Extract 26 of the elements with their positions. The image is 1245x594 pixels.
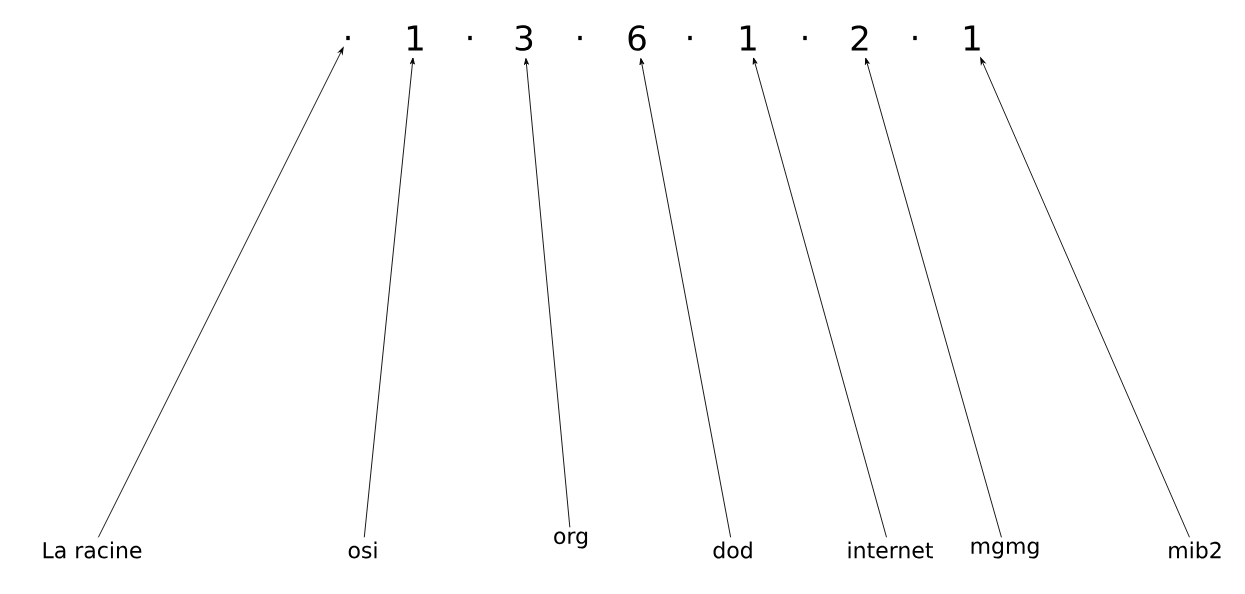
arrow: [752, 57, 887, 538]
arrow: [363, 57, 415, 538]
arrow: [524, 58, 571, 528]
node-label: dod: [713, 541, 752, 559]
node-label: org: [554, 531, 588, 549]
oid-component: 1: [964, 25, 980, 51]
separator-dot: .: [913, 35, 917, 41]
node-label: mgmg: [971, 541, 1039, 559]
arrow: [639, 58, 732, 538]
separator-dot: .: [688, 35, 692, 41]
separator-dot: .: [468, 35, 472, 41]
arrow: [97, 47, 344, 538]
node-label: mib2: [1169, 541, 1221, 559]
oid-component: 6: [628, 25, 646, 51]
oid-component: 3: [515, 25, 533, 51]
arrow: [864, 57, 1002, 538]
arrow: [980, 57, 1190, 538]
node-label: La racine: [43, 541, 142, 559]
oid-component: 2: [851, 25, 868, 51]
node-label: internet: [848, 541, 933, 559]
oid-component: .: [346, 35, 350, 41]
separator-dot: .: [803, 35, 807, 41]
oid-component: 1: [740, 25, 756, 51]
oid-component: 1: [407, 25, 423, 51]
node-label: osi: [348, 541, 377, 559]
separator-dot: .: [578, 35, 582, 41]
